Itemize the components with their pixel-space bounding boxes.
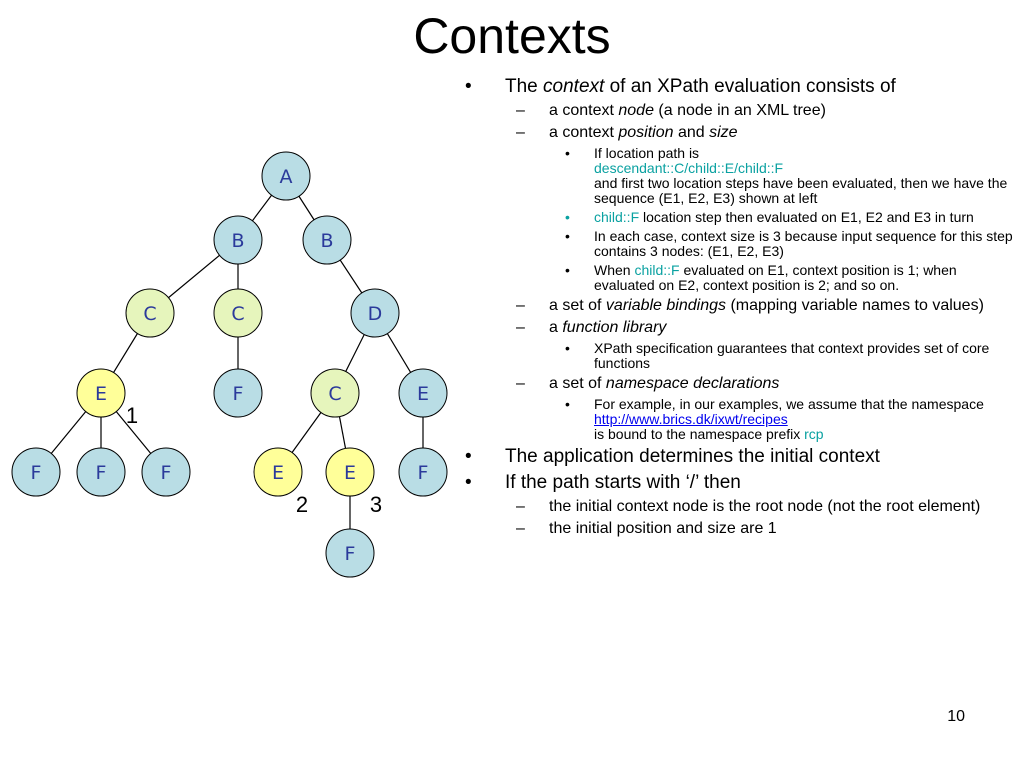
- tree-node-label: F: [345, 543, 356, 565]
- tree-node-f4: F: [213, 368, 263, 418]
- bullet-core-functions: • XPath specification guarantees that co…: [565, 340, 990, 371]
- namespace-url-link[interactable]: http://www.brics.dk/ixwt/recipes: [594, 411, 788, 427]
- page-number: 10: [947, 708, 965, 725]
- bullet-dot-icon: •: [465, 472, 472, 493]
- bullet-dot-icon: •: [565, 396, 570, 412]
- tree-node-circle: [253, 447, 303, 497]
- tree-node-label: C: [231, 303, 244, 325]
- tree-node-label: F: [418, 462, 429, 484]
- tree-node-label: B: [231, 230, 244, 252]
- bullet-namespace-example: • For example, in our examples, we assum…: [565, 396, 984, 442]
- tree-node-label: E: [272, 462, 284, 484]
- tree-node-a: A: [261, 151, 311, 201]
- bullet-dash-icon: –: [516, 124, 525, 141]
- tree-node-f5: F: [398, 447, 448, 497]
- tree-node-label: E: [95, 383, 107, 405]
- tree-node-circle: [325, 528, 375, 578]
- bullet-child-step: • child::F location step then evaluated …: [565, 209, 974, 225]
- bullet-context-node: – a context node (a node in an XML tree): [516, 102, 826, 119]
- bullet-dash-icon: –: [516, 498, 525, 515]
- tree-node-label: D: [368, 303, 383, 325]
- tree-node-circle: [350, 288, 400, 338]
- bullet-dash-icon: –: [516, 297, 525, 314]
- tree-node-e2: E: [253, 447, 303, 497]
- bullet-initial-context-node: – the initial context node is the root n…: [516, 498, 981, 515]
- tree-node-c2: C: [213, 288, 263, 338]
- tree-node-circle: [213, 368, 263, 418]
- tree-node-c1: C: [125, 288, 175, 338]
- tree-node-circle: [76, 447, 126, 497]
- bullet-function-library: – a function library: [516, 319, 667, 336]
- bullet-dash-icon: –: [516, 520, 525, 537]
- tree-node-c3: C: [310, 368, 360, 418]
- tree-node-circle: [141, 447, 191, 497]
- tree-node-label: E: [417, 383, 429, 405]
- bullet-dot-icon: •: [565, 228, 570, 244]
- tree-node-circle: [11, 447, 61, 497]
- tree-node-circle: [398, 447, 448, 497]
- position-label-e3: 3: [370, 492, 382, 517]
- tree-node-e1: E: [76, 368, 126, 418]
- bullet-dot-icon: •: [565, 340, 570, 356]
- tree-node-label: C: [143, 303, 156, 325]
- tree-node-circle: [261, 151, 311, 201]
- bullet-dash-icon: –: [516, 102, 525, 119]
- tree-node-label: F: [31, 462, 42, 484]
- bullet-dot-icon: •: [565, 262, 570, 278]
- slide-title: Contexts: [413, 8, 611, 64]
- bullet-dash-icon: –: [516, 375, 525, 392]
- tree-node-f6: F: [325, 528, 375, 578]
- tree-node-circle: [398, 368, 448, 418]
- position-label-e2: 2: [296, 492, 308, 517]
- tree-node-b2: B: [302, 215, 352, 265]
- bullet-location-path-example: • If location path is descendant::C/chil…: [565, 145, 1008, 206]
- tree-node-e3: E: [325, 447, 375, 497]
- bullet-dot-icon: •: [565, 145, 570, 161]
- tree-node-label: F: [96, 462, 107, 484]
- tree-node-label: F: [233, 383, 244, 405]
- bullet-dot-icon: •: [465, 76, 472, 97]
- bullet-dot-icon: •: [465, 446, 472, 467]
- tree-node-label: E: [344, 462, 356, 484]
- tree-node-label: B: [320, 230, 333, 252]
- tree-node-f3: F: [141, 447, 191, 497]
- tree-node-label: F: [161, 462, 172, 484]
- tree-node-circle: [310, 368, 360, 418]
- tree-node-circle: [302, 215, 352, 265]
- tree-node-d: D: [350, 288, 400, 338]
- location-path-code: descendant::C/child::E/child::F: [594, 160, 784, 176]
- tree-node-circle: [325, 447, 375, 497]
- tree-node-f2: F: [76, 447, 126, 497]
- tree-node-circle: [213, 288, 263, 338]
- bullet-context-position-size: – a context position and size: [516, 124, 738, 141]
- bullet-namespace-declarations: – a set of namespace declarations: [516, 375, 780, 392]
- tree-node-label: C: [328, 383, 341, 405]
- bullet-dash-icon: –: [516, 319, 525, 336]
- slide-content: • The context of an XPath evaluation con…: [462, 72, 1014, 538]
- bullet-context-position-explanation: • When child::F evaluated on E1, context…: [565, 262, 957, 293]
- bullet-path-starts-slash: • If the path starts with ‘/’ then: [465, 472, 741, 493]
- tree-node-circle: [213, 215, 263, 265]
- xml-tree-diagram: A B B C C D E F C E F F F E E F F 1 2 3: [11, 151, 448, 578]
- position-label-e1: 1: [126, 403, 138, 428]
- tree-node-f1: F: [11, 447, 61, 497]
- bullet-initial-position-size: – the initial position and size are 1: [516, 520, 777, 537]
- bullet-context-definition: • The context of an XPath evaluation con…: [465, 76, 896, 97]
- bullet-initial-context: • The application determines the initial…: [465, 446, 880, 467]
- tree-node-circle: [125, 288, 175, 338]
- bullet-variable-bindings: – a set of variable bindings (mapping va…: [516, 297, 984, 314]
- bullet-dot-icon: •: [565, 209, 570, 225]
- bullet-context-size-explanation: • In each case, context size is 3 becaus…: [565, 228, 1013, 259]
- tree-node-b1: B: [213, 215, 263, 265]
- tree-node-e4: E: [398, 368, 448, 418]
- tree-node-label: A: [280, 166, 293, 188]
- tree-node-circle: [76, 368, 126, 418]
